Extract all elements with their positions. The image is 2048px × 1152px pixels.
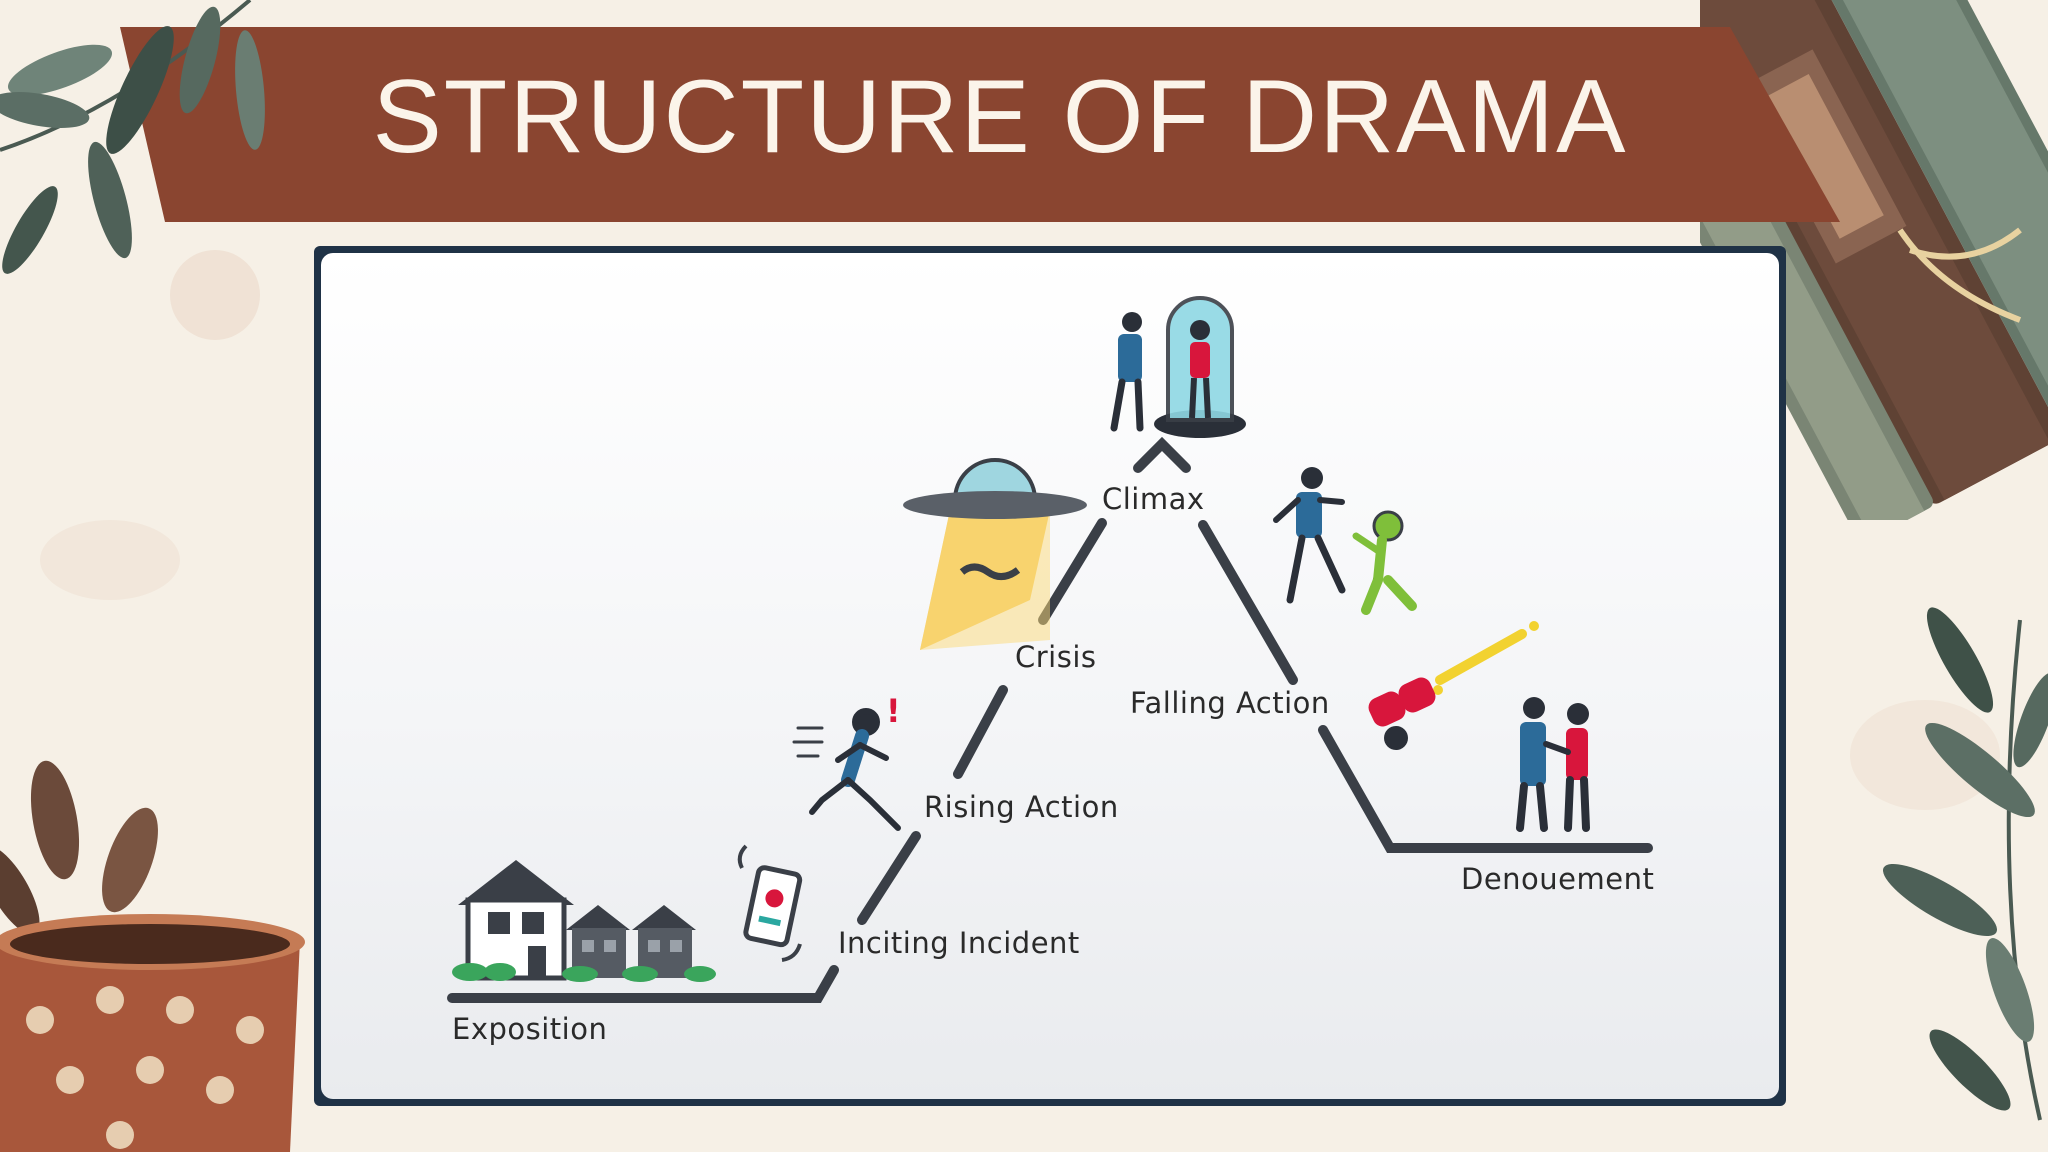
stage-label-denouement: Denouement xyxy=(1461,862,1655,896)
leaf-icon xyxy=(1882,607,2048,1121)
falling-line xyxy=(1198,520,1298,685)
leaf-icon xyxy=(0,0,265,274)
cup-icon xyxy=(0,760,305,1152)
alert-mark: ! xyxy=(886,692,901,730)
stage-label-climax: Climax xyxy=(1102,482,1205,516)
page-title: STRUCTURE OF DRAMA xyxy=(372,59,1628,175)
phone-ringing-icon xyxy=(743,865,803,948)
denouement-line xyxy=(1318,725,1653,853)
inciting-line xyxy=(857,831,921,925)
chase-icon xyxy=(1273,467,1417,615)
stage-label-exposition: Exposition xyxy=(452,1012,608,1046)
rising-line xyxy=(953,685,1008,779)
stage-label-rising-action: Rising Action xyxy=(924,790,1119,824)
ufo-icon xyxy=(903,458,1087,650)
stage-label-falling-action: Falling Action xyxy=(1130,686,1330,720)
background-blot xyxy=(40,520,180,600)
crisis-line xyxy=(1038,518,1107,625)
stage-label-crisis: Crisis xyxy=(1015,640,1097,674)
climax-peak xyxy=(1133,436,1191,473)
exposition-line xyxy=(447,965,839,1003)
houses-icon xyxy=(452,860,716,982)
couple-icon xyxy=(1516,697,1590,832)
person-in-capsule-icon xyxy=(1110,296,1246,438)
title-banner xyxy=(120,27,1840,222)
background-blot xyxy=(170,250,260,340)
binoculars-icon xyxy=(1368,621,1539,750)
books-icon xyxy=(1700,0,2048,520)
running-person-icon xyxy=(792,708,901,831)
stage-label-inciting-incident: Inciting Incident xyxy=(838,926,1080,960)
